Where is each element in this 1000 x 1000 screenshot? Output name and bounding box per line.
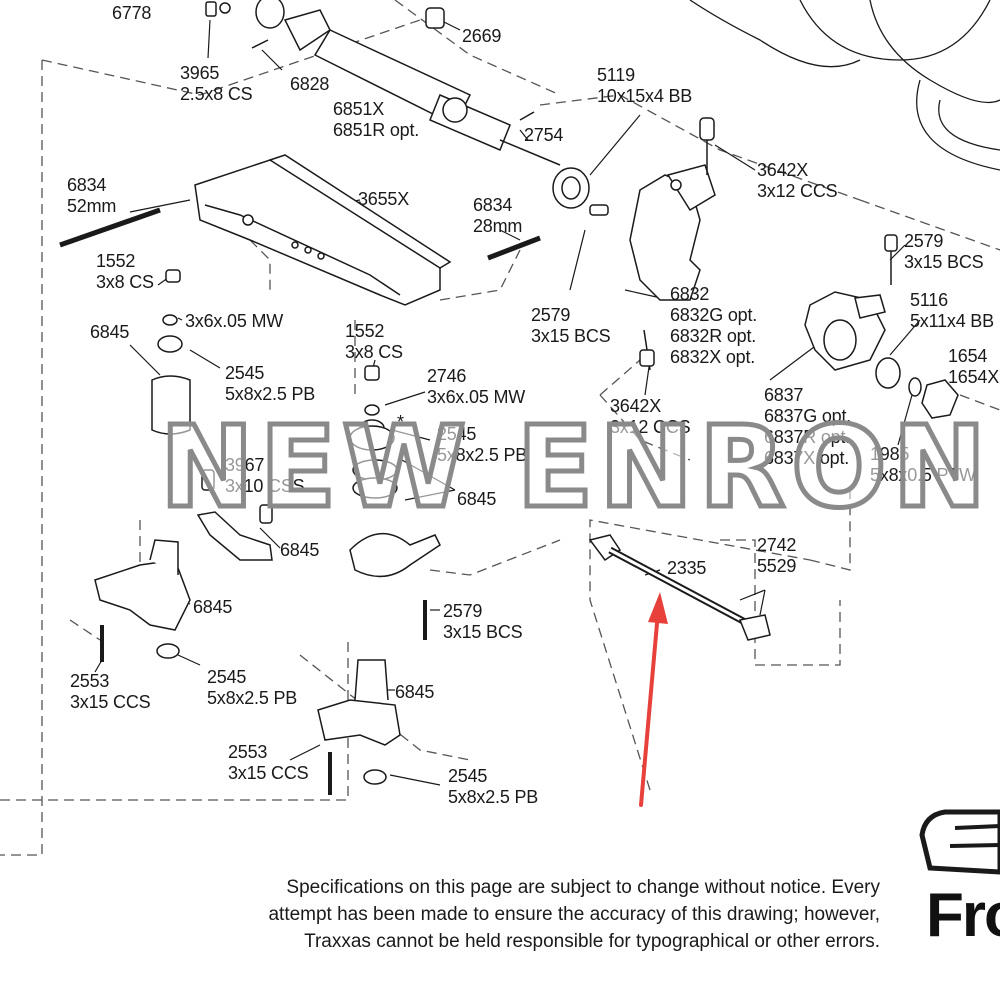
hub-carrier-icon — [804, 291, 886, 371]
dashed-guides — [0, 0, 1000, 856]
nut-1654-icon — [921, 379, 959, 419]
washer-1985-icon — [908, 377, 922, 397]
disclaimer-line-2: attempt has been made to ensure the accu… — [268, 904, 880, 925]
drive-shaft-icon — [283, 9, 561, 166]
tie-rod-icon — [588, 534, 771, 641]
label-mw-left: 3x6x.05 MW — [185, 311, 284, 331]
bearing-5116-icon — [875, 357, 901, 389]
label-6845-bellcrank: 6845 — [193, 597, 233, 617]
disclaimer-line-3: Traxxas cannot be held responsible for t… — [304, 931, 880, 952]
brand-logo-text: Fro — [926, 881, 1000, 950]
red-arrow-icon — [639, 592, 668, 807]
bearing-icon — [255, 0, 285, 29]
disclaimer-line-1: Specifications on this page are subject … — [286, 877, 880, 898]
label-6778: 6778 — [112, 3, 152, 23]
sleeve-icon — [151, 375, 191, 435]
suspension-arm-icon — [194, 154, 452, 306]
label-6845-stack: 6845 — [457, 489, 497, 509]
label-6845-sleeve: 6845 — [90, 322, 130, 342]
label-6845-link: 6845 — [280, 540, 320, 560]
part-drawings — [59, 0, 959, 795]
traxxas-logo-icon — [919, 809, 1000, 875]
steering-knuckle-icon — [629, 164, 716, 301]
wheel-outline — [689, 0, 1000, 171]
label-6828: 6828 — [290, 74, 330, 94]
servo-saver-icon — [349, 532, 441, 578]
label-3655: 3655X — [358, 189, 410, 209]
label-2669: 2669 — [462, 26, 502, 46]
bellcrank-link-icon — [196, 511, 273, 561]
label-6845-lower: 6845 — [395, 682, 435, 702]
washer-icon — [219, 2, 231, 14]
screw-icon — [205, 1, 217, 17]
label-asterisk: * — [397, 412, 404, 432]
label-2754: 2754 — [524, 125, 564, 145]
label-2335: 2335 — [667, 558, 707, 578]
disclaimer-text: Specifications on this page are subject … — [150, 874, 880, 955]
bellcrank-lower-icon — [317, 699, 401, 746]
pin-icon — [425, 7, 445, 29]
bellcrank-icon — [94, 559, 191, 631]
